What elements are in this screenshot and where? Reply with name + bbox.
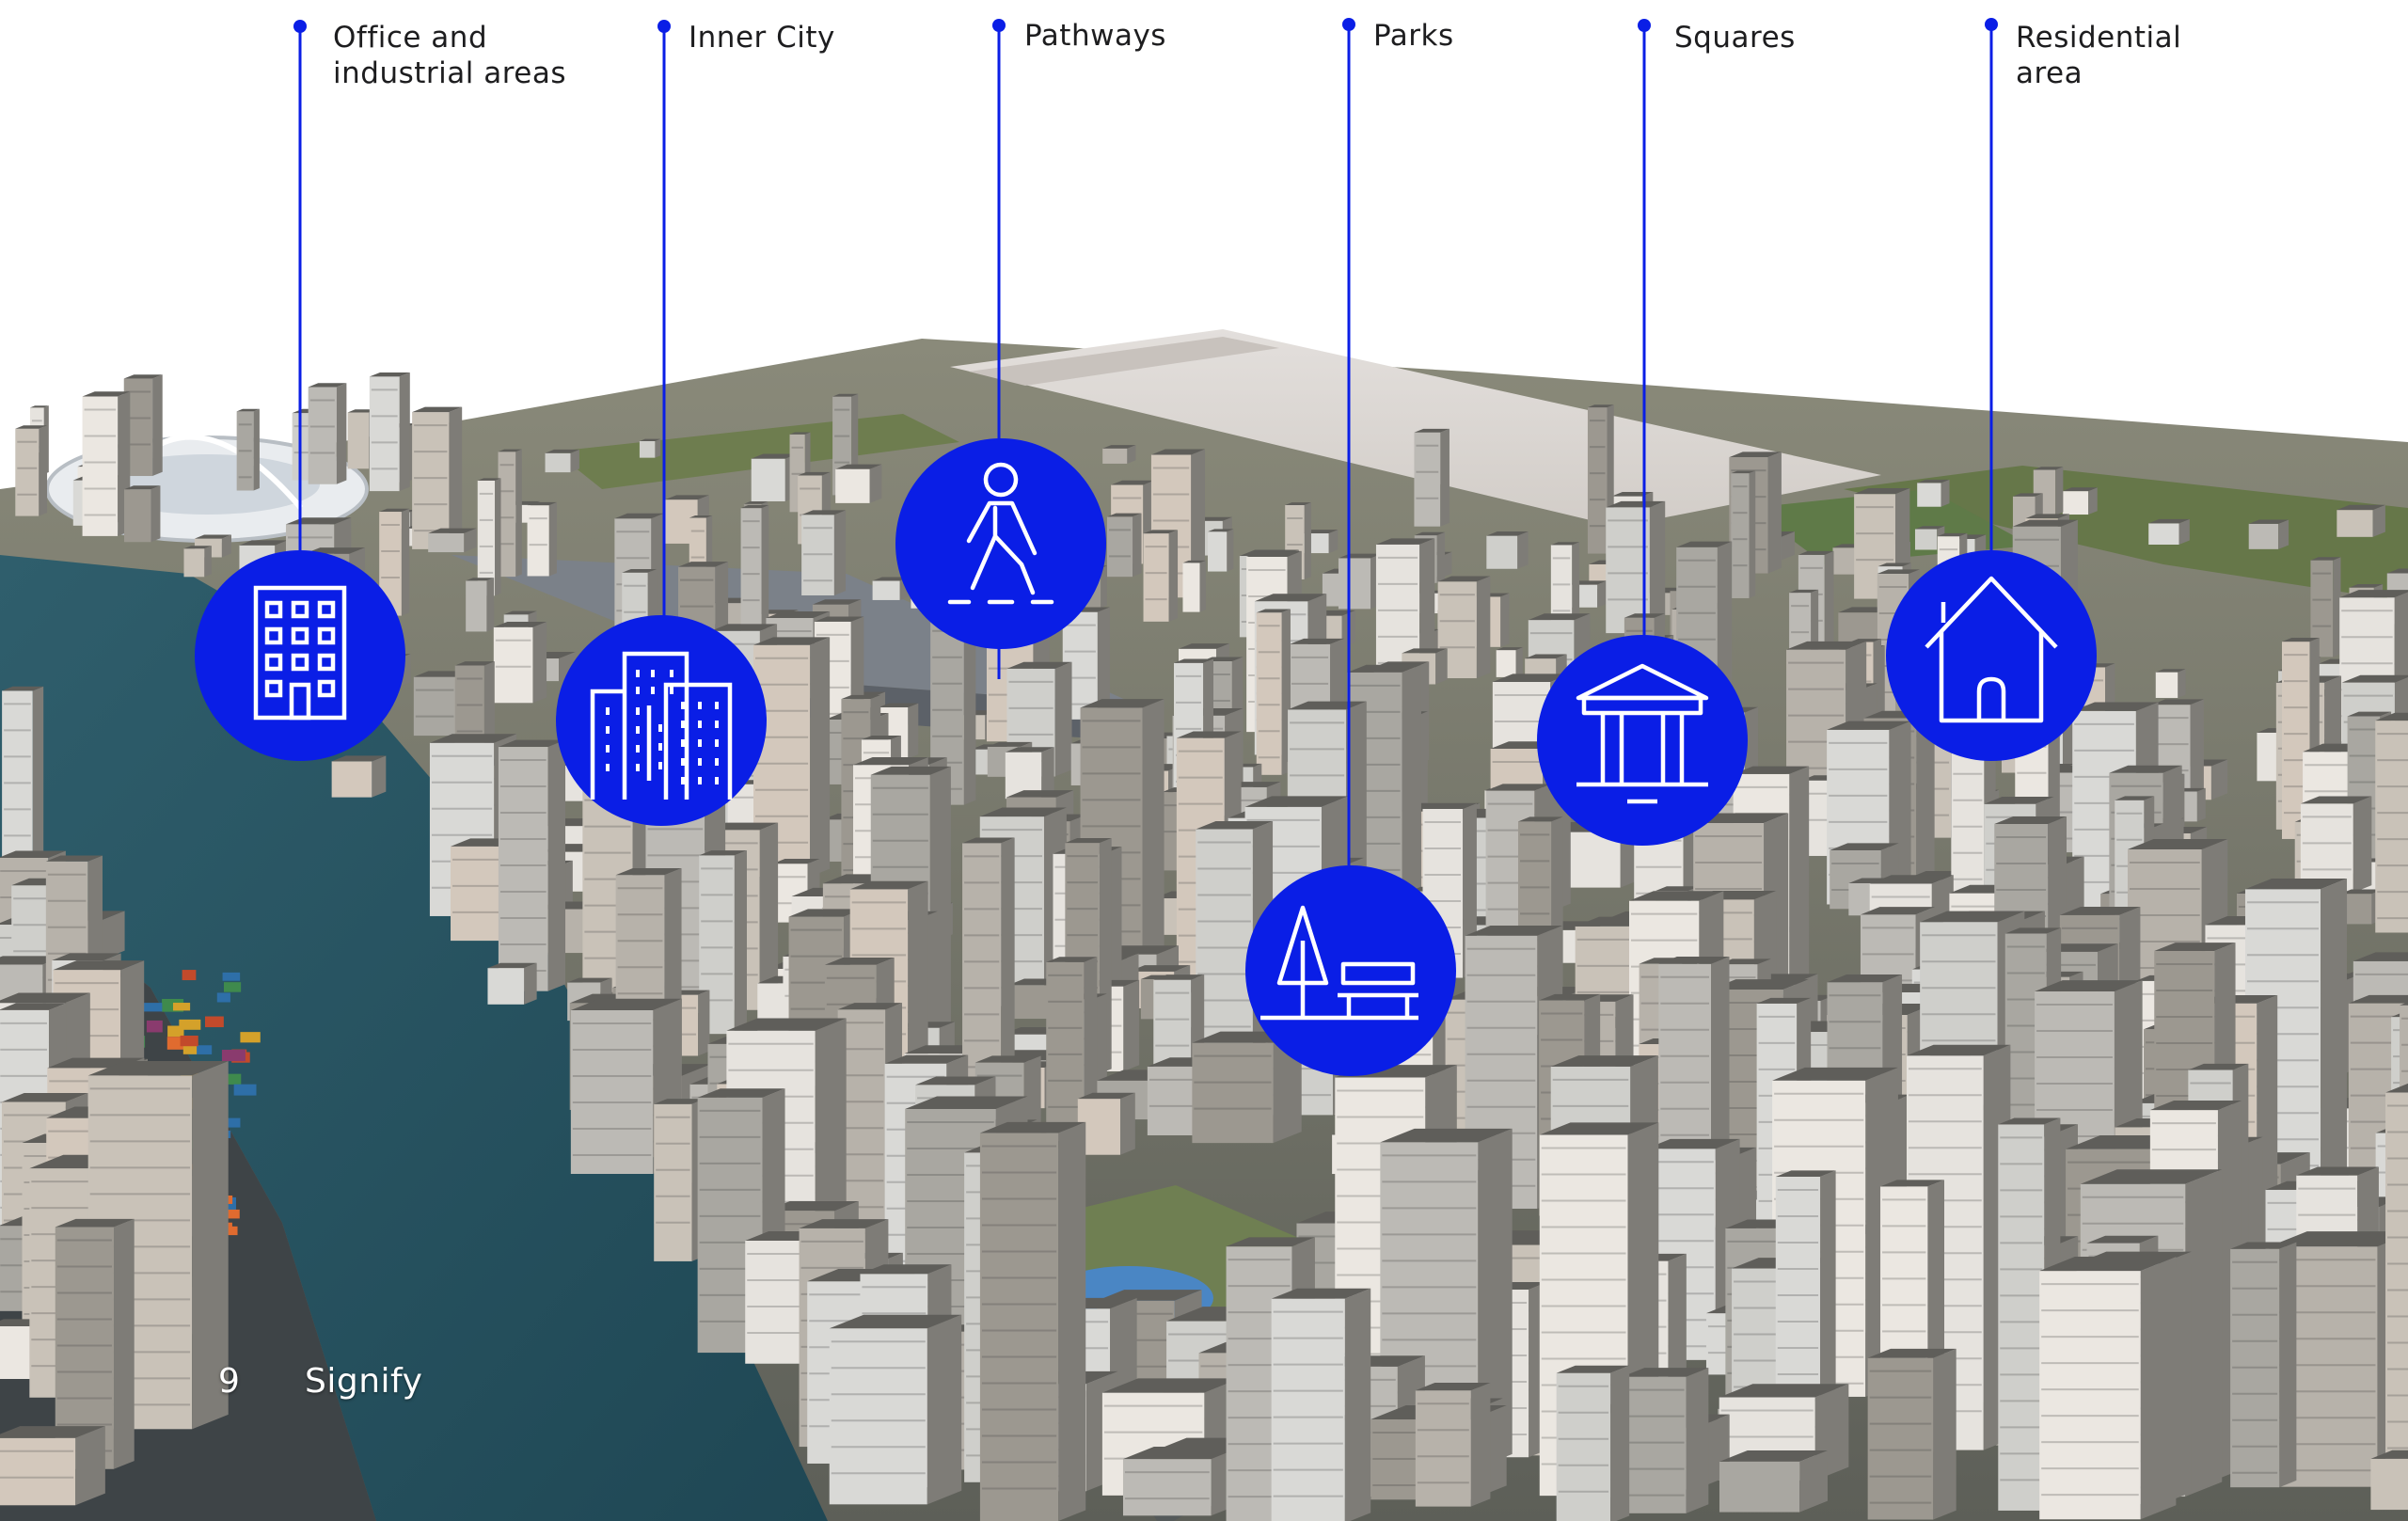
brand-name: Signify — [305, 1362, 423, 1401]
marker-circle — [1886, 550, 2097, 761]
marker-pin-dot — [1985, 18, 1998, 31]
label-squares: Squares — [1674, 21, 1796, 55]
label-office-industrial: Office and industrial areas — [333, 21, 566, 90]
pavilion-icon — [1576, 663, 1709, 804]
marker-circle — [1537, 635, 1748, 846]
marker-circle — [1245, 865, 1456, 1076]
marker-circle — [556, 615, 767, 826]
marker-pin-dot — [1342, 18, 1355, 31]
pedestrian-walking-icon — [947, 462, 1054, 605]
marker-pathways[interactable] — [895, 19, 1106, 679]
label-inner-city: Inner City — [689, 21, 835, 55]
marker-pin-dot — [1638, 19, 1651, 32]
marker-pin-dot — [992, 19, 1006, 32]
marker-office-industrial[interactable] — [195, 20, 405, 761]
label-residential: Residential area — [2016, 21, 2182, 90]
page-number: 9 — [218, 1362, 241, 1401]
tree-bench-icon — [1260, 905, 1418, 1021]
windows-dots — [606, 670, 719, 784]
marker-residential[interactable] — [1886, 18, 2097, 761]
house-icon — [1925, 576, 2058, 723]
city-buildings-icon — [590, 651, 733, 800]
office-building-icon — [253, 585, 347, 721]
label-parks: Parks — [1373, 19, 1454, 53]
marker-pin-dot — [657, 20, 671, 33]
label-pathways: Pathways — [1024, 19, 1166, 53]
marker-parks[interactable] — [1245, 18, 1456, 1076]
marker-pin-dot — [293, 20, 307, 33]
marker-inner-city[interactable] — [556, 20, 767, 826]
marker-squares[interactable] — [1537, 19, 1748, 846]
